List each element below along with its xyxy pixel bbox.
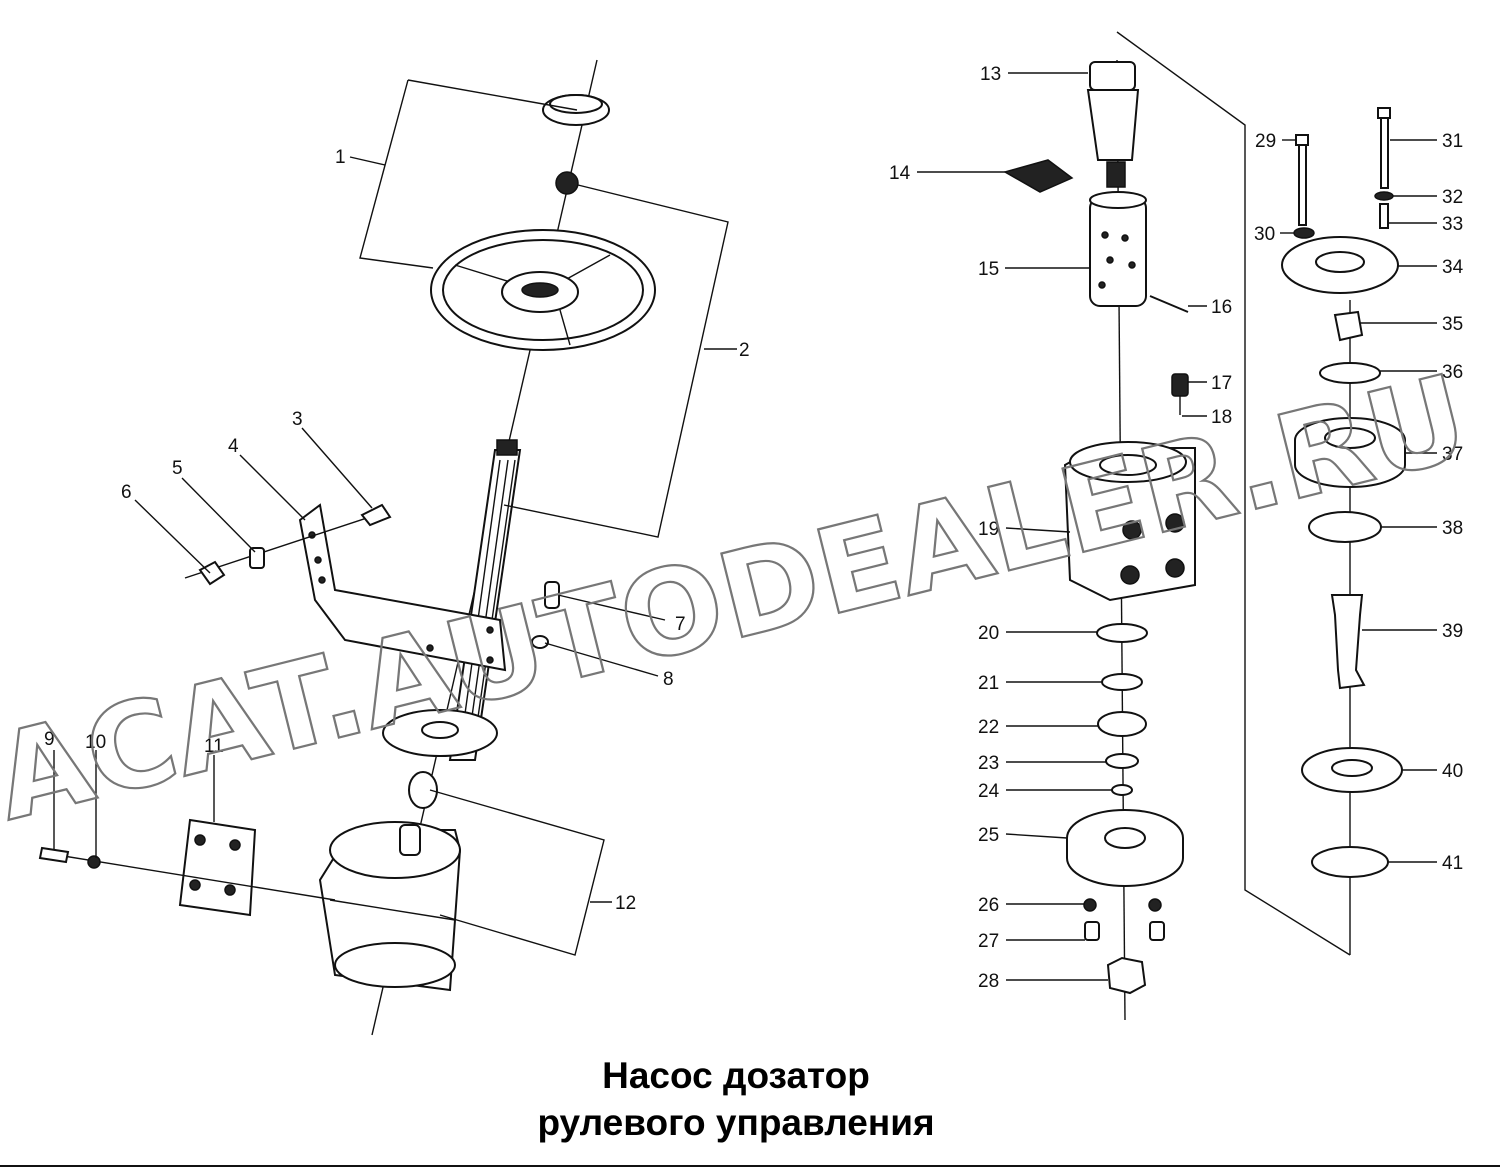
callout-13: 13 — [980, 64, 1001, 85]
steering-column-assembly — [38, 59, 737, 1036]
callout-35: 35 — [1442, 314, 1463, 335]
callout-9: 9 — [44, 729, 55, 750]
callout-22: 22 — [978, 717, 999, 738]
callout-39: 39 — [1442, 621, 1463, 642]
diagram-title-line1: Насос дозатор — [602, 1055, 870, 1096]
callout-5: 5 — [172, 458, 183, 479]
callout-8: 8 — [663, 669, 674, 690]
callout-24: 24 — [978, 781, 1000, 802]
callout-40: 40 — [1442, 761, 1463, 782]
diagram-title-line2: рулевого управления — [537, 1102, 934, 1143]
callout-11: 11 — [204, 736, 224, 757]
callout-32: 32 — [1442, 187, 1463, 208]
callout-21: 21 — [978, 673, 999, 694]
callout-38: 38 — [1442, 518, 1463, 539]
callout-20: 20 — [978, 623, 999, 644]
callout-31: 31 — [1442, 131, 1463, 152]
callout-26: 26 — [978, 895, 999, 916]
callout-41: 41 — [1442, 853, 1463, 874]
gerotor-assembly — [1116, 31, 1437, 956]
callout-3: 3 — [292, 409, 303, 430]
callout-1: 1 — [335, 147, 346, 168]
callout-15: 15 — [978, 259, 999, 280]
callout-25: 25 — [978, 825, 999, 846]
callout-36: 36 — [1442, 362, 1463, 383]
callout-labels: 1 2 3 4 5 6 7 8 9 10 11 12 13 14 15 16 1… — [44, 64, 1464, 992]
callout-18: 18 — [1211, 407, 1232, 428]
callout-7: 7 — [675, 614, 686, 635]
callout-17: 17 — [1211, 373, 1232, 394]
callout-4: 4 — [228, 436, 239, 457]
callout-10: 10 — [85, 732, 106, 753]
callout-12: 12 — [615, 893, 636, 914]
callout-34: 34 — [1442, 257, 1464, 278]
callout-30: 30 — [1254, 224, 1275, 245]
metering-unit-assembly — [917, 59, 1207, 1021]
callout-28: 28 — [978, 971, 999, 992]
callout-29: 29 — [1255, 131, 1276, 152]
watermark-text: ACAT.AUTODEALER.RU — [0, 348, 1480, 847]
callout-33: 33 — [1442, 214, 1463, 235]
callout-23: 23 — [978, 753, 999, 774]
callout-6: 6 — [121, 482, 132, 503]
callout-27: 27 — [978, 931, 999, 952]
callout-2: 2 — [739, 340, 750, 361]
callout-16: 16 — [1211, 297, 1232, 318]
callout-19: 19 — [978, 519, 999, 540]
callout-37: 37 — [1442, 444, 1463, 465]
callout-14: 14 — [889, 163, 911, 184]
